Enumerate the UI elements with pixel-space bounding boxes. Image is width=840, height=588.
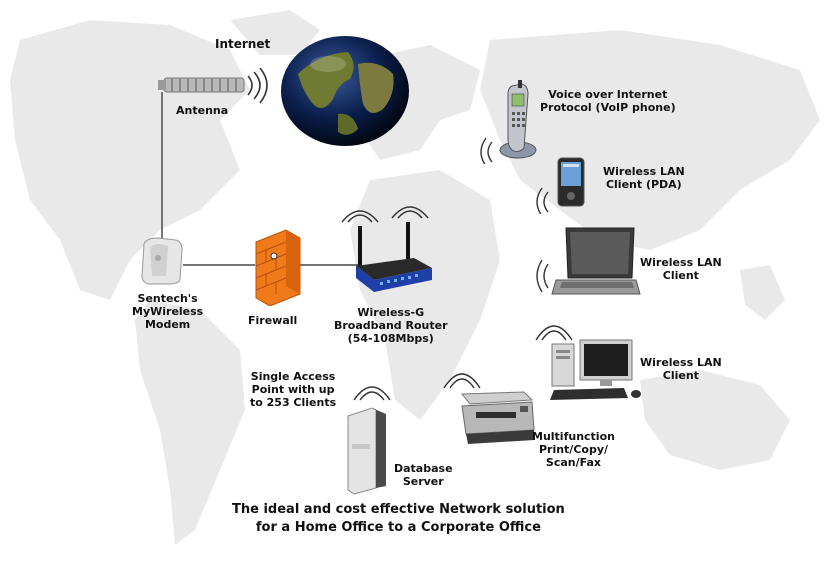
server-icon [347,386,391,495]
modem-label-line: Sentech's [137,292,198,305]
modem-label-line: MyWireless [132,305,204,318]
voip-label-line: Protocol (VoIP phone) [540,101,676,114]
laptop-label-line: Wireless LAN [640,256,722,269]
desktop-label: Wireless LAN Client [640,356,722,382]
antenna-icon [158,68,268,104]
access-point-label-line: Point with up [251,383,335,396]
modem-label: Sentech's MyWireless Modem [132,292,203,331]
pda-label-line: Wireless LAN [603,165,685,178]
firewall-label: Firewall [248,314,298,327]
router-icon [341,206,432,292]
router-label-line: Wireless-G [357,306,425,319]
voip-label: Voice over Internet Protocol (VoIP phone… [540,88,676,114]
desktop-label-line: Client [662,369,699,382]
desktop-label-line: Wireless LAN [640,356,722,369]
footer-line: for a Home Office to a Corporate Office [255,520,541,535]
phone-icon [480,80,537,164]
database-label-line: Database [394,462,453,475]
printer-label: Multifunction Print/Copy/ Scan/Fax [532,430,615,469]
laptop-label-line: Client [662,269,699,282]
access-point-label: Single Access Point with up to 253 Clien… [250,370,336,409]
globe-icon [281,36,409,146]
laptop-icon [536,227,641,295]
firewall-icon [255,229,301,306]
router-label-line: Broadband Router [334,319,448,332]
access-point-label-line: to 253 Clients [250,396,337,409]
router-label-line: (54-108Mbps) [347,332,434,345]
modem-label-line: Modem [144,318,191,331]
access-point-label-line: Single Access [250,370,336,383]
printer-icon [443,373,535,444]
internet-label: Internet [215,37,271,51]
database-label-line: Server [402,475,444,488]
printer-label-line: Print/Copy/ [538,443,609,456]
printer-label-line: Multifunction [532,430,615,443]
pda-icon [536,157,585,214]
pda-label-line: Client (PDA) [605,178,682,191]
printer-label-line: Scan/Fax [545,456,602,469]
database-label: Database Server [394,462,453,488]
router-label: Wireless-G Broadband Router (54-108Mbps) [334,306,448,345]
desktop-icon [535,325,641,400]
laptop-label: Wireless LAN Client [640,256,722,282]
voip-label-line: Voice over Internet [548,88,668,101]
pda-label: Wireless LAN Client (PDA) [603,165,685,191]
modem-icon [141,237,183,285]
footer-line: The ideal and cost effective Network sol… [232,502,565,517]
antenna-label: Antenna [176,104,229,117]
footer-tagline: The ideal and cost effective Network sol… [232,501,565,537]
